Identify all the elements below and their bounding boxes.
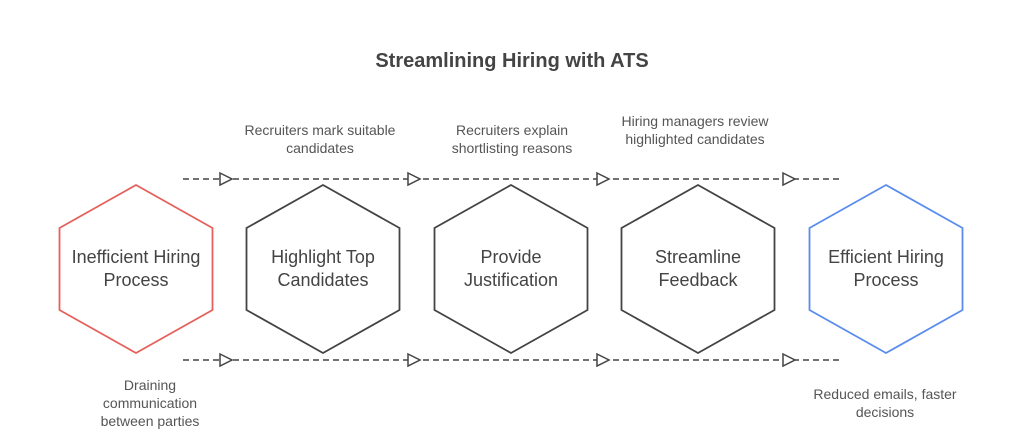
arrow-head-icon: [219, 352, 234, 368]
node-efficient-hiring-process: Efficient Hiring Process: [828, 247, 944, 290]
arrow-head-icon: [782, 171, 797, 187]
note-reduced-emails: Reduced emails, faster decisions: [813, 386, 957, 420]
node-inefficient-hiring-process: Inefficient Hiring Process: [71, 247, 201, 290]
node-highlight-top-candidates: Highlight Top Candidates: [271, 247, 375, 290]
note-hiring-managers: Hiring managers review highlighted candi…: [621, 113, 769, 147]
node-streamline-feedback: Streamline Feedback: [654, 247, 742, 290]
arrow-head-icon: [782, 352, 797, 368]
arrow-head-icon: [596, 171, 611, 187]
hexagon-1: [245, 183, 401, 355]
arrow-head-icon: [407, 352, 422, 368]
arrow-head-icon: [596, 352, 611, 368]
hexagon-0: [58, 183, 214, 355]
hexagon-3: [620, 183, 776, 355]
note-draining-communication: Draining communication between parties: [100, 377, 200, 429]
diagram-title: Streamlining Hiring with ATS: [375, 50, 649, 72]
node-provide-justification: Provide Justification: [463, 247, 559, 290]
arrow-head-icon: [219, 171, 234, 187]
arrow-head-icon: [407, 171, 422, 187]
hexagon-4: [808, 183, 964, 355]
hexagon-2: [433, 183, 589, 355]
note-recruiters-explain: Recruiters explain shortlisting reasons: [451, 122, 573, 156]
note-recruiters-mark: Recruiters mark suitable candidates: [244, 122, 396, 156]
